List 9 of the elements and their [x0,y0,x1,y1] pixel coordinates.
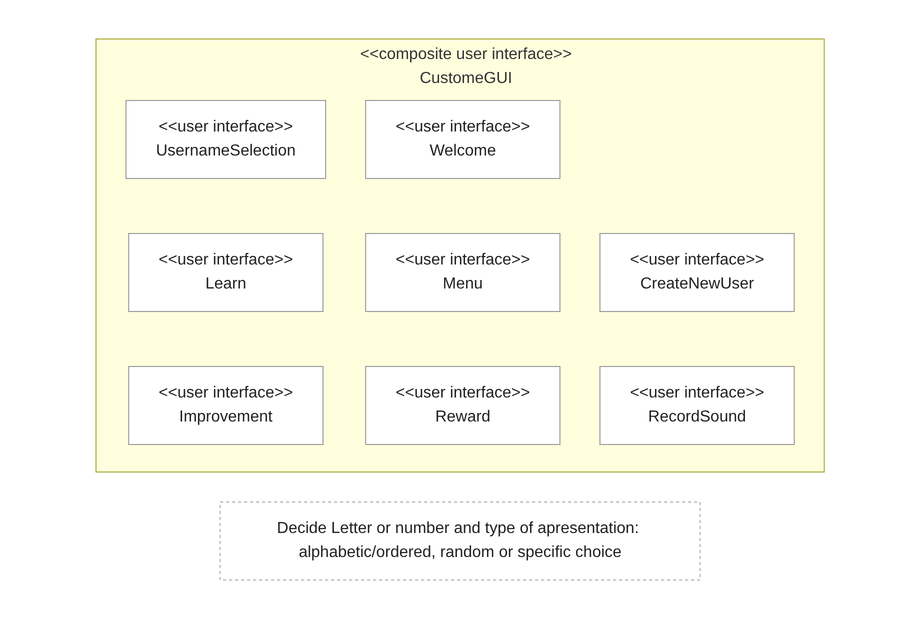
node-box: <<user interface>> RecordSound [600,366,796,444]
node-box: <<user interface>> UsernameSelection [126,100,326,178]
node-box: <<user interface>> Improvement [128,366,324,444]
node-box: <<user interface>> Menu [366,232,561,312]
node-box: <<user interface>> Reward [366,366,561,444]
node-box: <<user interface>> Learn [128,232,324,312]
node-box: <<user interface>> Welcome [366,100,561,178]
node-box: Decide Letter or number and type of apresentation: alphabetic/ordered, random or specific choice [220,501,701,580]
node-box: <<user interface>> CreateNewUser [600,232,796,312]
